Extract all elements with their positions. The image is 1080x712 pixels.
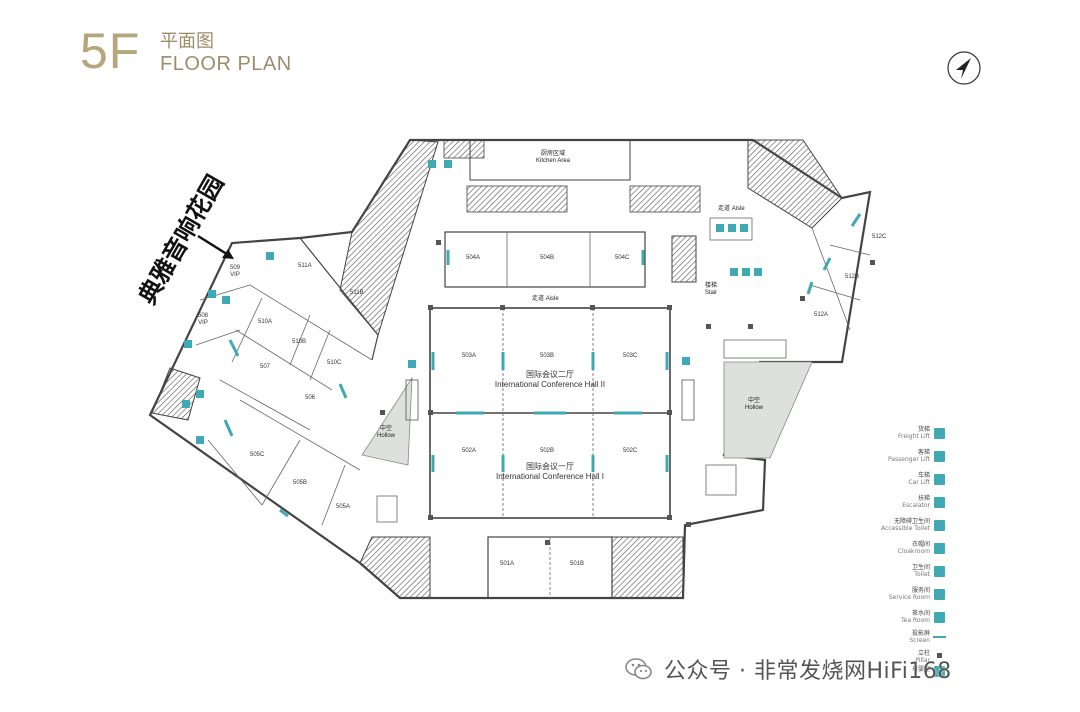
kitchen-hatch-2 (466, 185, 568, 213)
room-505c: 505C (250, 452, 265, 458)
title-chinese: 平面图 (160, 31, 214, 52)
toilet-icon (934, 566, 945, 577)
north-compass-icon (947, 51, 981, 85)
stair-en: Stair (704, 290, 718, 296)
room-502c: 502C (623, 448, 638, 454)
aisle-mid-cn: 走道 (532, 296, 545, 302)
kitchen-en: Kitchen Area (535, 158, 571, 164)
hollow-left-cn: 中空 (379, 426, 392, 432)
room-502b: 502B (540, 448, 555, 454)
kitchen-hatch-1 (443, 139, 485, 159)
room-512a: 512A (814, 312, 829, 318)
car-lift-icon (934, 474, 945, 485)
screen-icon (933, 636, 946, 638)
stair-cn: 楼梯 (704, 283, 717, 289)
hollow-left (361, 376, 413, 466)
room-512b: 512B (845, 274, 860, 280)
hall-1-en: International Conference Hall I (495, 472, 605, 481)
aisle-top-en: Aisle (731, 206, 745, 212)
room-503c: 503C (623, 353, 638, 359)
hall-2-label: 国际会议二厅 International Conference Hall II (470, 370, 630, 390)
hollow-left-label: 中空 Hollow (372, 426, 400, 440)
room-502a: 502A (462, 448, 477, 454)
hollow-left-en: Hollow (376, 433, 395, 439)
projection-screens (223, 213, 862, 518)
passenger-lift-icon (934, 451, 945, 462)
room-503b: 503B (540, 353, 555, 359)
accessible-toilet-icon (934, 520, 945, 531)
room-511a: 511A (298, 263, 312, 269)
hollow-right (723, 361, 813, 459)
room-501b: 501B (570, 561, 585, 567)
room-506: 506 (305, 395, 316, 401)
wechat-icon (625, 658, 652, 680)
hollow-right-cn: 中空 (747, 398, 760, 404)
watermark: 公众号 · 非常发烧网HiFi168 (624, 652, 952, 686)
aisle-mid-label: 走道 Aisle (532, 293, 559, 302)
stair-hatch (671, 235, 697, 283)
hatched-area-nw (339, 139, 439, 337)
room-504a: 504A (466, 255, 481, 261)
hatched-area-sw (359, 536, 431, 599)
room-501a: 501A (500, 561, 515, 567)
kitchen-area-label: 厨房区域 Kitchen Area (528, 151, 578, 165)
aisle-mid-en: Aisle (545, 296, 559, 302)
facility-icons (182, 160, 762, 444)
room-510b: 510B (292, 339, 307, 345)
hall-2-cn: 国际会议二厅 (526, 370, 574, 379)
legend-nursing-room: 母婴室 (911, 666, 930, 673)
stair-label: 楼梯 Stair (699, 283, 723, 297)
kitchen-hatch-3 (629, 185, 701, 213)
kitchen-area (469, 139, 631, 181)
room-507: 507 (260, 364, 271, 370)
cloakroom-icon (934, 543, 945, 554)
kitchen-cn: 厨房区域 (540, 151, 565, 157)
title-english: FLOOR PLAN (160, 53, 292, 75)
hall-1-label: 国际会议一厅 International Conference Hall I (470, 462, 630, 482)
hall-1-cn: 国际会议一厅 (526, 462, 574, 471)
watermark-text: 公众号 · 非常发烧网HiFi168 (664, 659, 952, 684)
hollow-right-label: 中空 Hollow (740, 398, 768, 412)
floor-number: 5F (80, 23, 141, 79)
hall-2-en: International Conference Hall II (494, 380, 606, 389)
room-510a: 510A (258, 319, 273, 325)
annotation-arrow-icon (197, 234, 234, 259)
room-512c: 512C (872, 234, 887, 240)
freight-lift-icon (934, 428, 945, 439)
room-510c: 510C (327, 360, 342, 366)
aisle-top-label: 走道 Aisle (718, 203, 745, 212)
west-wing-walls (231, 237, 379, 361)
hollow-right-en: Hollow (744, 405, 763, 411)
service-room-icon (934, 589, 945, 600)
pillars (380, 240, 875, 545)
room-505b: 505B (293, 480, 308, 486)
room-503a: 503A (462, 353, 477, 359)
tea-room-icon (934, 612, 945, 623)
escalator-icon (934, 497, 945, 508)
room-511b: 511B (350, 290, 364, 296)
aisle-top-cn: 走道 (718, 206, 731, 212)
pillar-icon (937, 653, 942, 658)
nursing-room-icon (934, 666, 945, 677)
hatched-area-ne (747, 139, 843, 229)
room-505a: 505A (336, 504, 351, 510)
hatched-area-se (611, 536, 684, 599)
room-504c: 504C (615, 255, 630, 261)
rooms-504 (444, 231, 646, 288)
room-504b: 504B (540, 255, 555, 261)
